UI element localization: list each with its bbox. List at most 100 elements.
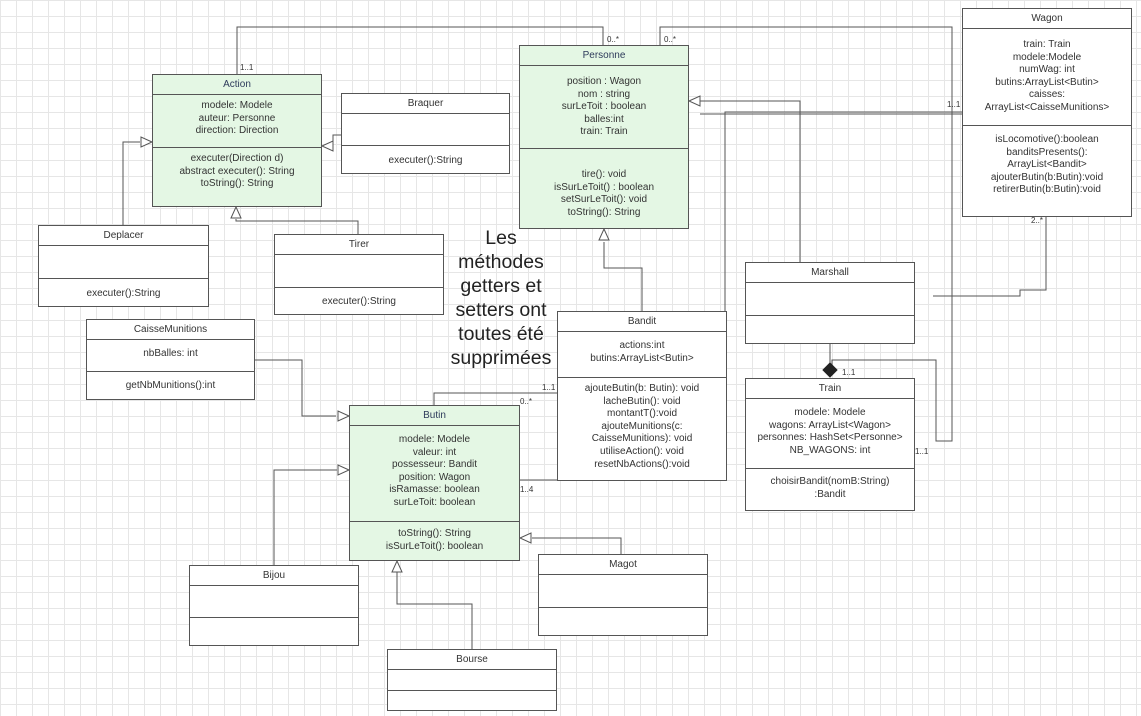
attribute: possesseur: Bandit — [391, 459, 478, 471]
note-line: setters ont — [455, 299, 547, 321]
attributes-section — [275, 255, 443, 288]
method: isLocomotive():boolean — [995, 134, 1099, 145]
deplacer-extends-action-line — [122, 141, 140, 225]
attribute: modele:Modele — [1012, 51, 1082, 63]
attribute: actions:int — [619, 340, 665, 351]
attribute: valeur: int — [412, 446, 457, 458]
method: retirerButin(b:Butin):void — [993, 184, 1101, 196]
attribute: numWag: int — [1019, 64, 1075, 76]
methods-section: isLocomotive():boolean banditsPresents()… — [963, 126, 1131, 197]
personne-wagon-association-line — [659, 26, 953, 442]
attributes-section: modele: Modele auteur: Personne directio… — [153, 95, 321, 148]
class-magot[interactable]: Magot — [538, 554, 708, 636]
arrowhead-bourse-butin — [391, 559, 403, 573]
diagram-note: Les méthodes getters et setters ont tout… — [440, 226, 562, 370]
class-name: Wagon — [963, 9, 1131, 29]
bijou-extends-butin-line — [273, 469, 337, 565]
multiplicity-label: 0..* — [607, 35, 620, 44]
class-name: Bourse — [388, 650, 556, 670]
methods-section: toString(): String isSurLeToit(): boolea… — [350, 522, 519, 553]
method: isSurLeToit() : boolean — [553, 181, 655, 193]
class-name: Braquer — [342, 94, 509, 114]
method: choisirBandit(nomB:String) — [770, 476, 890, 487]
class-name: Tirer — [275, 235, 443, 255]
class-name: CaisseMunitions — [87, 320, 254, 340]
multiplicity-label: 1..4 — [520, 485, 534, 494]
magot-extends-butin-line — [532, 537, 622, 554]
multiplicity-label: 1..1 — [542, 383, 556, 392]
attribute: modele: Modele — [398, 434, 471, 445]
methods-section: ajouteButin(b: Butin): void lacheButin()… — [558, 378, 726, 471]
method: ajouteButin(b: Butin): void — [584, 383, 700, 394]
bourse-extends-butin-line — [396, 572, 473, 649]
class-tirer[interactable]: Tirer executer():String — [274, 234, 444, 315]
class-caissemunitions[interactable]: CaisseMunitions nbBalles: int getNbMunit… — [86, 319, 255, 400]
class-name: Magot — [539, 555, 707, 575]
attribute: modele: Modele — [201, 100, 273, 111]
attribute: butins:ArrayList<Butin> — [995, 76, 1099, 88]
marshall-extends-personne-line — [700, 100, 801, 262]
caisse-butin-line — [255, 359, 336, 417]
method: setSurLeToit(): void — [560, 194, 648, 206]
attribute: surLeToit : boolean — [561, 101, 647, 113]
method: lacheButin(): void — [603, 395, 681, 407]
attribute: ArrayList<CaisseMunitions> — [984, 101, 1110, 113]
arrowhead-marshall-personne — [687, 95, 701, 107]
method: ArrayList<Bandit> — [1007, 159, 1087, 171]
note-line: méthodes — [458, 251, 544, 273]
arrowhead-bandit-personne — [598, 227, 610, 241]
class-braquer[interactable]: Braquer executer():String — [341, 93, 510, 174]
attributes-section — [342, 114, 509, 146]
bandit-butin-association-line — [433, 392, 557, 405]
multiplicity-label: 1..1 — [947, 100, 961, 109]
class-name: Bijou — [190, 566, 358, 586]
attributes-section — [746, 283, 914, 316]
class-name: Butin — [350, 406, 519, 426]
method: executer(Direction d) — [190, 153, 284, 164]
attribute: personnes: HashSet<Personne> — [757, 432, 903, 444]
method: toString(): String — [200, 178, 274, 190]
class-personne[interactable]: Personne position : Wagon nom : string s… — [519, 45, 689, 229]
class-name: Marshall — [746, 263, 914, 283]
arrowhead-tirer-action — [230, 205, 242, 219]
class-wagon[interactable]: Wagon train: Train modele:Modele numWag:… — [962, 8, 1132, 217]
attribute: surLeToit: boolean — [393, 496, 476, 508]
method: resetNbActions():void — [594, 458, 690, 470]
note-line: getters et — [460, 275, 542, 297]
arrowhead-caisse-butin — [337, 410, 351, 422]
methods-section: executer():String — [342, 146, 509, 168]
multiplicity-label: 1..1 — [842, 368, 856, 377]
class-bandit[interactable]: Bandit actions:int butins:ArrayList<Buti… — [557, 311, 727, 481]
methods-section: tire(): void isSurLeToit() : boolean set… — [520, 149, 688, 219]
methods-section — [388, 691, 556, 696]
attributes-section: nbBalles: int — [87, 340, 254, 372]
attribute: butins:ArrayList<Butin> — [590, 352, 694, 364]
attribute: wagons: ArrayList<Wagon> — [769, 419, 891, 431]
multiplicity-label: 0..* — [664, 35, 677, 44]
class-marshall[interactable]: Marshall — [745, 262, 915, 344]
method: abstract executer(): String — [179, 165, 295, 177]
attribute: nom : string — [577, 88, 631, 100]
attribute: position: Wagon — [398, 471, 471, 483]
note-line: Les — [485, 227, 517, 249]
attributes-section — [39, 246, 208, 279]
method: executer():String — [322, 296, 396, 307]
attributes-section — [539, 575, 707, 608]
class-train[interactable]: Train modele: Modele wagons: ArrayList<W… — [745, 378, 915, 511]
method: :Bandit — [814, 488, 846, 500]
class-name: Action — [153, 75, 321, 95]
attributes-section — [190, 586, 358, 618]
class-bourse[interactable]: Bourse — [387, 649, 557, 711]
attributes-section: modele: Modele wagons: ArrayList<Wagon> … — [746, 399, 914, 469]
method: toString(): String — [567, 206, 641, 218]
multiplicity-label: 2..* — [1031, 216, 1044, 225]
class-bijou[interactable]: Bijou — [189, 565, 359, 646]
note-line: supprimées — [450, 347, 552, 369]
attribute: caisses: — [1028, 89, 1066, 101]
class-deplacer[interactable]: Deplacer executer():String — [38, 225, 209, 307]
class-butin[interactable]: Butin modele: Modele valeur: int possess… — [349, 405, 520, 561]
methods-section: executer():String — [275, 288, 443, 309]
methods-section — [190, 618, 358, 623]
class-action[interactable]: Action modele: Modele auteur: Personne d… — [152, 74, 322, 207]
attribute: NB_WAGONS: int — [789, 444, 871, 456]
